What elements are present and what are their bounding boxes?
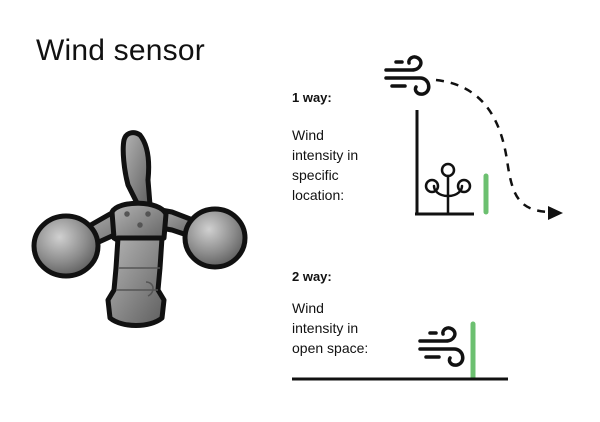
arrowhead-icon (548, 206, 563, 220)
anemometer-details (116, 211, 160, 297)
way-2-heading: 2 way: (292, 269, 332, 284)
tree-icon (424, 162, 472, 216)
anemometer-body (105, 235, 167, 328)
way-1-heading: 1 way: (292, 90, 332, 105)
anemometer-left-cup (31, 213, 101, 279)
wind-icon (384, 55, 431, 96)
wind-icon (418, 326, 465, 367)
way-2-line: Wind (292, 300, 324, 316)
page-title: Wind sensor (36, 34, 205, 67)
anemometer-right-cup (182, 206, 248, 270)
way-1-line: location: (292, 187, 345, 203)
dashed-arrow-icon (435, 78, 549, 214)
way-2-line: intensity in (292, 320, 359, 336)
way-1-description: Wind intensity in specific location: (292, 125, 402, 205)
way-1-line: specific (292, 167, 339, 183)
way-1-line: intensity in (292, 147, 359, 163)
anemometer-top-arm (120, 130, 153, 208)
way-2-line: open space: (292, 340, 369, 356)
way-1-line: Wind (292, 127, 324, 143)
anemometer-illustration (31, 130, 248, 328)
way-2-description: Wind intensity in open space: (292, 298, 402, 358)
